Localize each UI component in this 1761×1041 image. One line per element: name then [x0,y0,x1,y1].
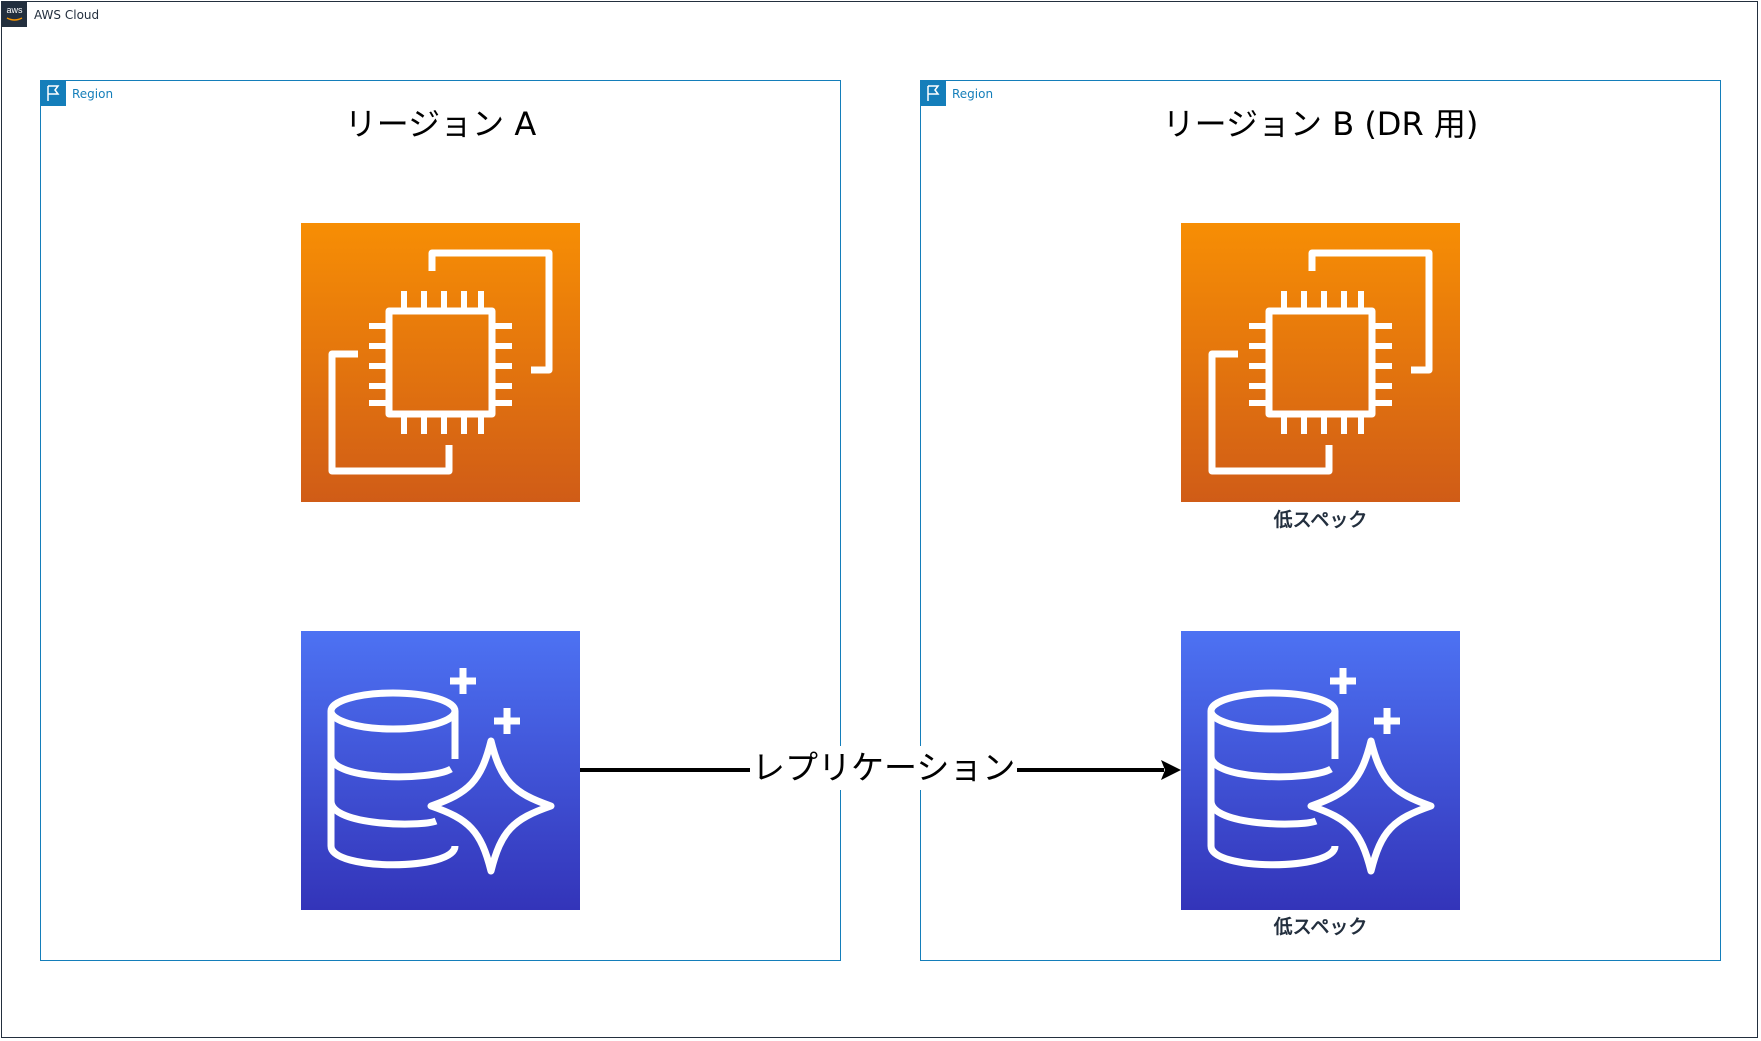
aws-logo-text: aws [6,5,23,15]
aws-logo-icon: aws [2,2,27,27]
replication-label: レプリケーション [750,746,1018,790]
region-flag-icon [41,81,66,106]
aws-cloud-label: AWS Cloud [34,8,100,22]
arrowhead-icon [1161,760,1181,780]
region-flag-icon [921,81,946,106]
region-b: Region リージョン B (DR 用) [920,80,1721,961]
compute-spec-caption: 低スペック [1273,509,1368,531]
region-tag: Region [952,87,994,101]
region-title: リージョン B (DR 用) [1162,105,1479,143]
region-tag: Region [72,87,114,101]
db-spec-caption: 低スペック [1273,916,1368,938]
region-a: Region リージョン A [40,80,841,961]
region-title: リージョン A [344,105,537,143]
